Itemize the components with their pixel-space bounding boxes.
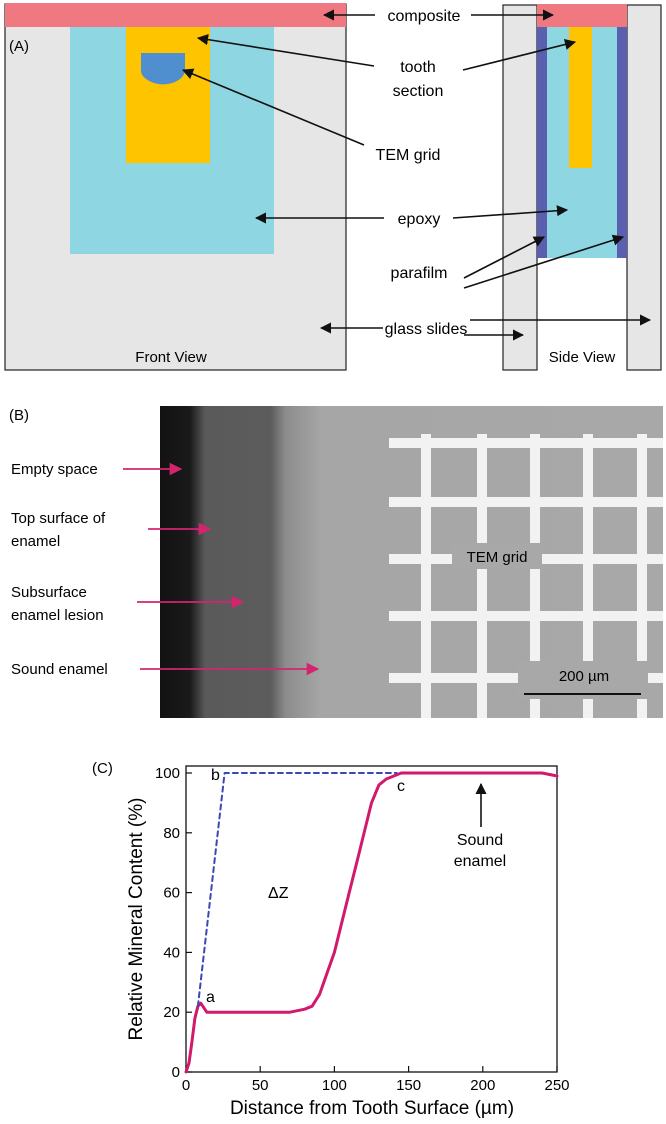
panel-a-arrows bbox=[181, 9, 652, 341]
panel-a: (A) Front View Side View composite tooth bbox=[4, 3, 662, 371]
reference-line-abc bbox=[196, 772, 398, 1008]
callout-section: section bbox=[393, 83, 444, 100]
tem-grid-bar-horizontal bbox=[389, 438, 663, 448]
y-tick-label: 60 bbox=[163, 885, 180, 902]
side-glass-slide-left bbox=[502, 4, 538, 371]
front-tooth-section bbox=[126, 27, 210, 163]
y-tick-label: 40 bbox=[163, 944, 180, 961]
callout-composite: composite bbox=[388, 8, 461, 25]
mineral-profile-line bbox=[184, 771, 559, 1074]
tem-grid-bar-horizontal bbox=[389, 611, 663, 621]
y-tick-label: 0 bbox=[172, 1064, 180, 1081]
label-top-surface-1: Top surface of bbox=[11, 510, 106, 527]
scale-bar-label: 200 µm bbox=[559, 668, 609, 685]
series-layer bbox=[184, 771, 559, 1074]
point-c-label: c bbox=[397, 778, 405, 795]
panel-b-label: (B) bbox=[9, 407, 29, 424]
micrograph-tem-grid-label: TEM grid bbox=[467, 549, 528, 566]
point-a-label: a bbox=[206, 989, 215, 1006]
side-view-label: Side View bbox=[549, 349, 616, 366]
label-top-surface-2: enamel bbox=[11, 533, 60, 550]
x-axis-title: Distance from Tooth Surface (µm) bbox=[230, 1098, 514, 1119]
label-subsurface-1: Subsurface bbox=[11, 584, 87, 601]
label-empty-space: Empty space bbox=[11, 461, 98, 478]
point-b-label: b bbox=[211, 767, 220, 784]
front-composite-layer bbox=[5, 3, 346, 27]
label-subsurface-2: enamel lesion bbox=[11, 607, 104, 624]
plot-frame bbox=[185, 765, 558, 1073]
panel-c-label: (C) bbox=[92, 760, 113, 777]
callout-tem-grid: TEM grid bbox=[376, 147, 441, 164]
side-tooth-section bbox=[569, 27, 592, 168]
callout-tooth: tooth bbox=[400, 59, 436, 76]
front-tem-grid-shape bbox=[141, 53, 185, 85]
tem-grid-bar-vertical bbox=[637, 434, 647, 718]
callout-glass-slides: glass slides bbox=[385, 321, 468, 338]
x-tick-label: 50 bbox=[252, 1077, 269, 1094]
x-tick-label: 150 bbox=[396, 1077, 421, 1094]
tem-grid-bar-vertical bbox=[583, 434, 593, 718]
panel-a-label: (A) bbox=[9, 38, 29, 55]
panel-b-arrows bbox=[123, 462, 320, 676]
tem-label-bg bbox=[452, 543, 542, 569]
scale-bar-bg bbox=[518, 661, 648, 699]
side-composite-layer bbox=[537, 4, 627, 27]
tem-grid-bar-vertical bbox=[477, 434, 487, 718]
y-tick-label: 20 bbox=[163, 1004, 180, 1021]
y-tick-label: 80 bbox=[163, 825, 180, 842]
tem-grid-bar-vertical bbox=[530, 434, 540, 718]
axis-ticks: 0 50 100 150 200 250 0 20 40 60 80 100 bbox=[155, 765, 570, 1094]
side-parafilm-left bbox=[537, 27, 547, 258]
delta-z-label: ΔZ bbox=[268, 885, 289, 902]
side-parafilm-right bbox=[617, 27, 627, 258]
tem-grid-bar-horizontal bbox=[389, 497, 663, 507]
front-view-label: Front View bbox=[135, 349, 207, 366]
tem-grid-bar-vertical bbox=[421, 434, 431, 718]
x-tick-label: 200 bbox=[470, 1077, 495, 1094]
x-tick-label: 250 bbox=[544, 1077, 569, 1094]
x-tick-label: 0 bbox=[182, 1077, 190, 1094]
side-glass-slide-right bbox=[626, 4, 662, 371]
panel-b: TEM grid 200 µm (B) Empty space Top surf… bbox=[9, 406, 663, 718]
x-tick-label: 100 bbox=[322, 1077, 347, 1094]
y-axis-title: Relative Mineral Content (%) bbox=[126, 798, 147, 1041]
callout-parafilm: parafilm bbox=[391, 265, 448, 282]
sound-enamel-label-1: Sound bbox=[457, 832, 503, 849]
sound-enamel-label-2: enamel bbox=[454, 853, 506, 870]
label-sound-enamel: Sound enamel bbox=[11, 661, 108, 678]
panel-c: (C) 0 50 100 150 200 250 0 20 40 60 80 100 Relative… bbox=[92, 760, 570, 1119]
callout-epoxy: epoxy bbox=[398, 211, 441, 228]
y-tick-label: 100 bbox=[155, 765, 180, 782]
